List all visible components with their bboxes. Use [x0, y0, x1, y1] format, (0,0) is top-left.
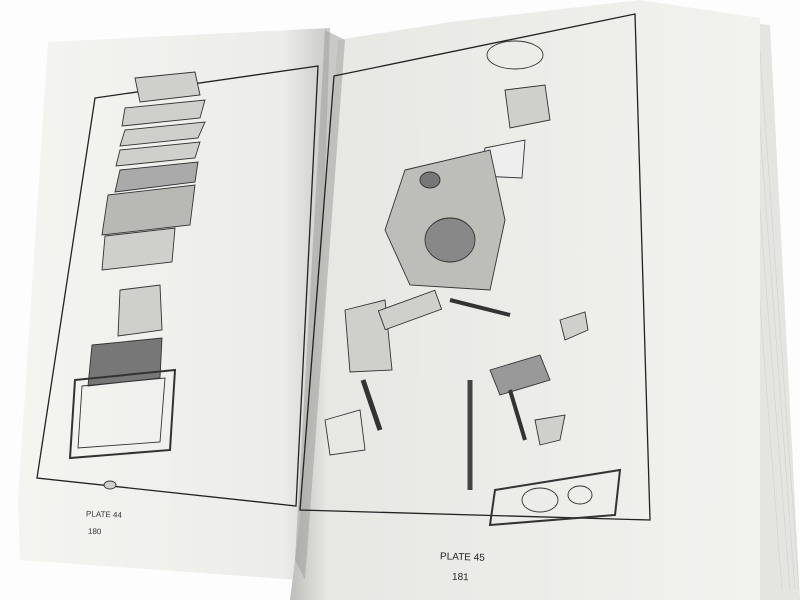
right-page-number: 181: [451, 571, 469, 584]
left-page-number: 180: [87, 526, 102, 537]
right-plate-label: PLATE 45: [439, 551, 486, 564]
left-plate-label: PLATE 44: [85, 509, 123, 520]
left-page: [18, 28, 330, 580]
left-exploded-diagram: [68, 71, 206, 490]
right-plate-frame: [299, 13, 651, 521]
spine-shadow: [295, 30, 345, 580]
right-exploded-diagram: [324, 40, 622, 527]
left-plate-frame: [36, 65, 319, 507]
right-page: [290, 0, 760, 600]
